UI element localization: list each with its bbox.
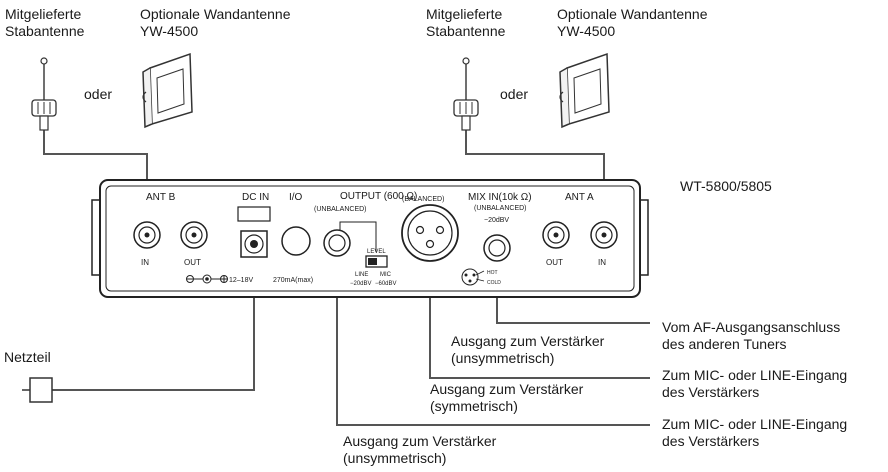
output-label: OUTPUT (600 Ω) bbox=[340, 191, 417, 202]
rod-antenna-left bbox=[31, 57, 57, 131]
unbalanced-output-jack[interactable] bbox=[323, 229, 351, 257]
ant-b-out-label: OUT bbox=[184, 258, 201, 267]
ant-a-out-label: OUT bbox=[546, 258, 563, 267]
ant-b-label: ANT B bbox=[146, 192, 176, 203]
ant-b-in-connector[interactable] bbox=[133, 221, 161, 249]
wall-antenna-left bbox=[142, 52, 193, 129]
power-supply-label: Netzteil bbox=[4, 349, 51, 365]
dc-in-label: DC IN bbox=[242, 192, 269, 203]
callout-output-unbalanced-lower: Ausgang zum Verstärker(unsymmetrisch) bbox=[343, 433, 497, 466]
mic-label: MIC bbox=[380, 272, 392, 278]
mix-unbalanced-label: (UNBALANCED) bbox=[474, 205, 527, 212]
dc-spec-label: 12–18V bbox=[229, 277, 253, 284]
xlr-balanced-connector[interactable] bbox=[401, 204, 459, 262]
level-switch[interactable] bbox=[365, 255, 388, 268]
rear-panel bbox=[91, 179, 649, 298]
ant-a-label: ANT A bbox=[565, 192, 594, 203]
wall-antenna-right bbox=[559, 52, 610, 129]
mix-level-label: −20dBV bbox=[484, 217, 509, 224]
or-label-left: oder bbox=[84, 86, 113, 102]
dc-label-plate bbox=[237, 206, 271, 222]
ant-b-out-connector[interactable] bbox=[180, 221, 208, 249]
dc-polarity-icon bbox=[186, 274, 228, 284]
ant-a-out-connector[interactable] bbox=[542, 221, 570, 249]
power-supply-icon bbox=[22, 377, 53, 403]
balanced-label: (BALANCED) bbox=[402, 196, 444, 203]
cold-label: COLD bbox=[487, 280, 501, 286]
model-label: WT-5800/5805 bbox=[680, 178, 772, 194]
line-label: LINE bbox=[355, 272, 368, 278]
level-label: LEVEL bbox=[367, 249, 386, 255]
ant-b-in-label: IN bbox=[141, 258, 149, 267]
ant-a-in-connector[interactable] bbox=[590, 221, 618, 249]
ant-a-in-label: IN bbox=[598, 258, 606, 267]
or-label-right: oder bbox=[500, 86, 529, 102]
mix-in-jack[interactable] bbox=[483, 234, 511, 262]
unbalanced-label: (UNBALANCED) bbox=[314, 206, 367, 213]
level-bracket bbox=[339, 221, 377, 252]
io-port[interactable] bbox=[281, 226, 311, 256]
dc-in-jack[interactable] bbox=[240, 230, 268, 258]
dc-current-label: 270mA(max) bbox=[273, 277, 313, 284]
line-db-label: −20dBV bbox=[350, 281, 372, 287]
rod-antenna-right bbox=[453, 57, 479, 131]
callout-output-balanced: Ausgang zum Verstärker(symmetrisch) bbox=[430, 381, 584, 414]
io-label: I/O bbox=[289, 192, 303, 203]
callout-output-unbalanced-upper: Ausgang zum Verstärker(unsymmetrisch) bbox=[451, 333, 605, 366]
mix-in-label: MIX IN(10k Ω) bbox=[468, 192, 532, 203]
hot-label: HOT bbox=[487, 270, 498, 276]
wire-unbalanced-out bbox=[336, 246, 650, 426]
mic-db-label: −60dBV bbox=[375, 281, 397, 287]
xlr-pinout-icon bbox=[461, 268, 485, 286]
